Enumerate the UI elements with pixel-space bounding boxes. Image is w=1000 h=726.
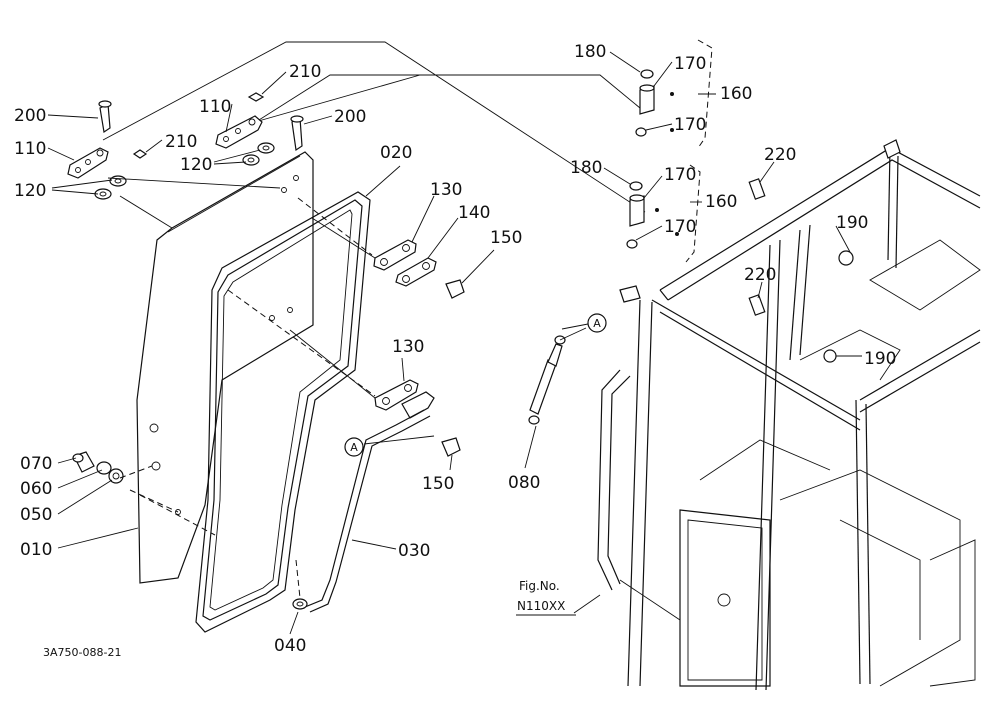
callout-170-top-1: 170 (674, 54, 706, 74)
reference-marker-a-right: A (587, 313, 607, 333)
cab-frame (573, 139, 981, 691)
callout-140: 140 (458, 203, 490, 223)
callout-200-right: 200 (334, 107, 366, 127)
callout-160-lower: 160 (705, 192, 737, 212)
callout-190-lower: 190 (864, 349, 896, 369)
figure-reference: Fig.No. N110XX 3A750-088-21 (43, 579, 576, 659)
stopper-assembly-upper (635, 39, 713, 149)
callout-160-upper: 160 (720, 84, 752, 104)
fig-number: N110XX (517, 599, 565, 613)
callout-060: 060 (20, 479, 52, 499)
fig-number-label: Fig.No. (519, 579, 560, 593)
upper-hinge-right (215, 92, 304, 166)
callout-170-bottom-1: 170 (664, 165, 696, 185)
callout-120-left: 120 (14, 181, 46, 201)
callout-180-upper: 180 (574, 42, 606, 62)
ref-marker-a-right: A (593, 317, 601, 330)
door-glass-panel (136, 151, 314, 584)
assembly-reference-lines (102, 41, 646, 213)
callout-130-lower: 130 (392, 337, 424, 357)
callout-170-bottom-2: 170 (664, 217, 696, 237)
callout-220-lower: 220 (744, 265, 776, 285)
stopper-assembly-lower (626, 164, 701, 263)
callout-020: 020 (380, 143, 412, 163)
callout-070: 070 (20, 454, 52, 474)
reference-marker-a-left: A (344, 437, 364, 457)
knob-fasteners (72, 451, 179, 513)
callout-170-top-2: 170 (674, 115, 706, 135)
callout-110-right: 110 (199, 97, 231, 117)
door-weatherstrip (195, 191, 371, 633)
callout-040: 040 (274, 636, 306, 656)
gas-strut (528, 327, 587, 425)
door-handle-rod (292, 409, 431, 613)
callout-130-upper: 130 (430, 180, 462, 200)
callout-180-lower: 180 (570, 158, 602, 178)
drawing-code: 3A750-088-21 (43, 646, 121, 659)
leader-lines (47, 51, 862, 635)
callout-200-left: 200 (14, 106, 46, 126)
latch-plate-lower (289, 329, 461, 457)
callout-210-right: 210 (289, 62, 321, 82)
callout-030: 030 (398, 541, 430, 561)
callout-110-left: 110 (14, 139, 46, 159)
callout-190-upper: 190 (836, 213, 868, 233)
latch-plate-upper (311, 217, 465, 299)
callout-150-upper: 150 (490, 228, 522, 248)
callout-050: 050 (20, 505, 52, 525)
callout-labels: 200 110 120 210 110 120 210 200 020 130 … (14, 42, 896, 656)
callout-150-lower: 150 (422, 474, 454, 494)
ref-marker-a-left: A (350, 441, 358, 454)
callout-120-right: 120 (180, 155, 212, 175)
callout-080: 080 (508, 473, 540, 493)
callout-220-upper: 220 (764, 145, 796, 165)
callout-010: 010 (20, 540, 52, 560)
assembly-axes (139, 197, 376, 599)
callout-210-left: 210 (165, 132, 197, 152)
